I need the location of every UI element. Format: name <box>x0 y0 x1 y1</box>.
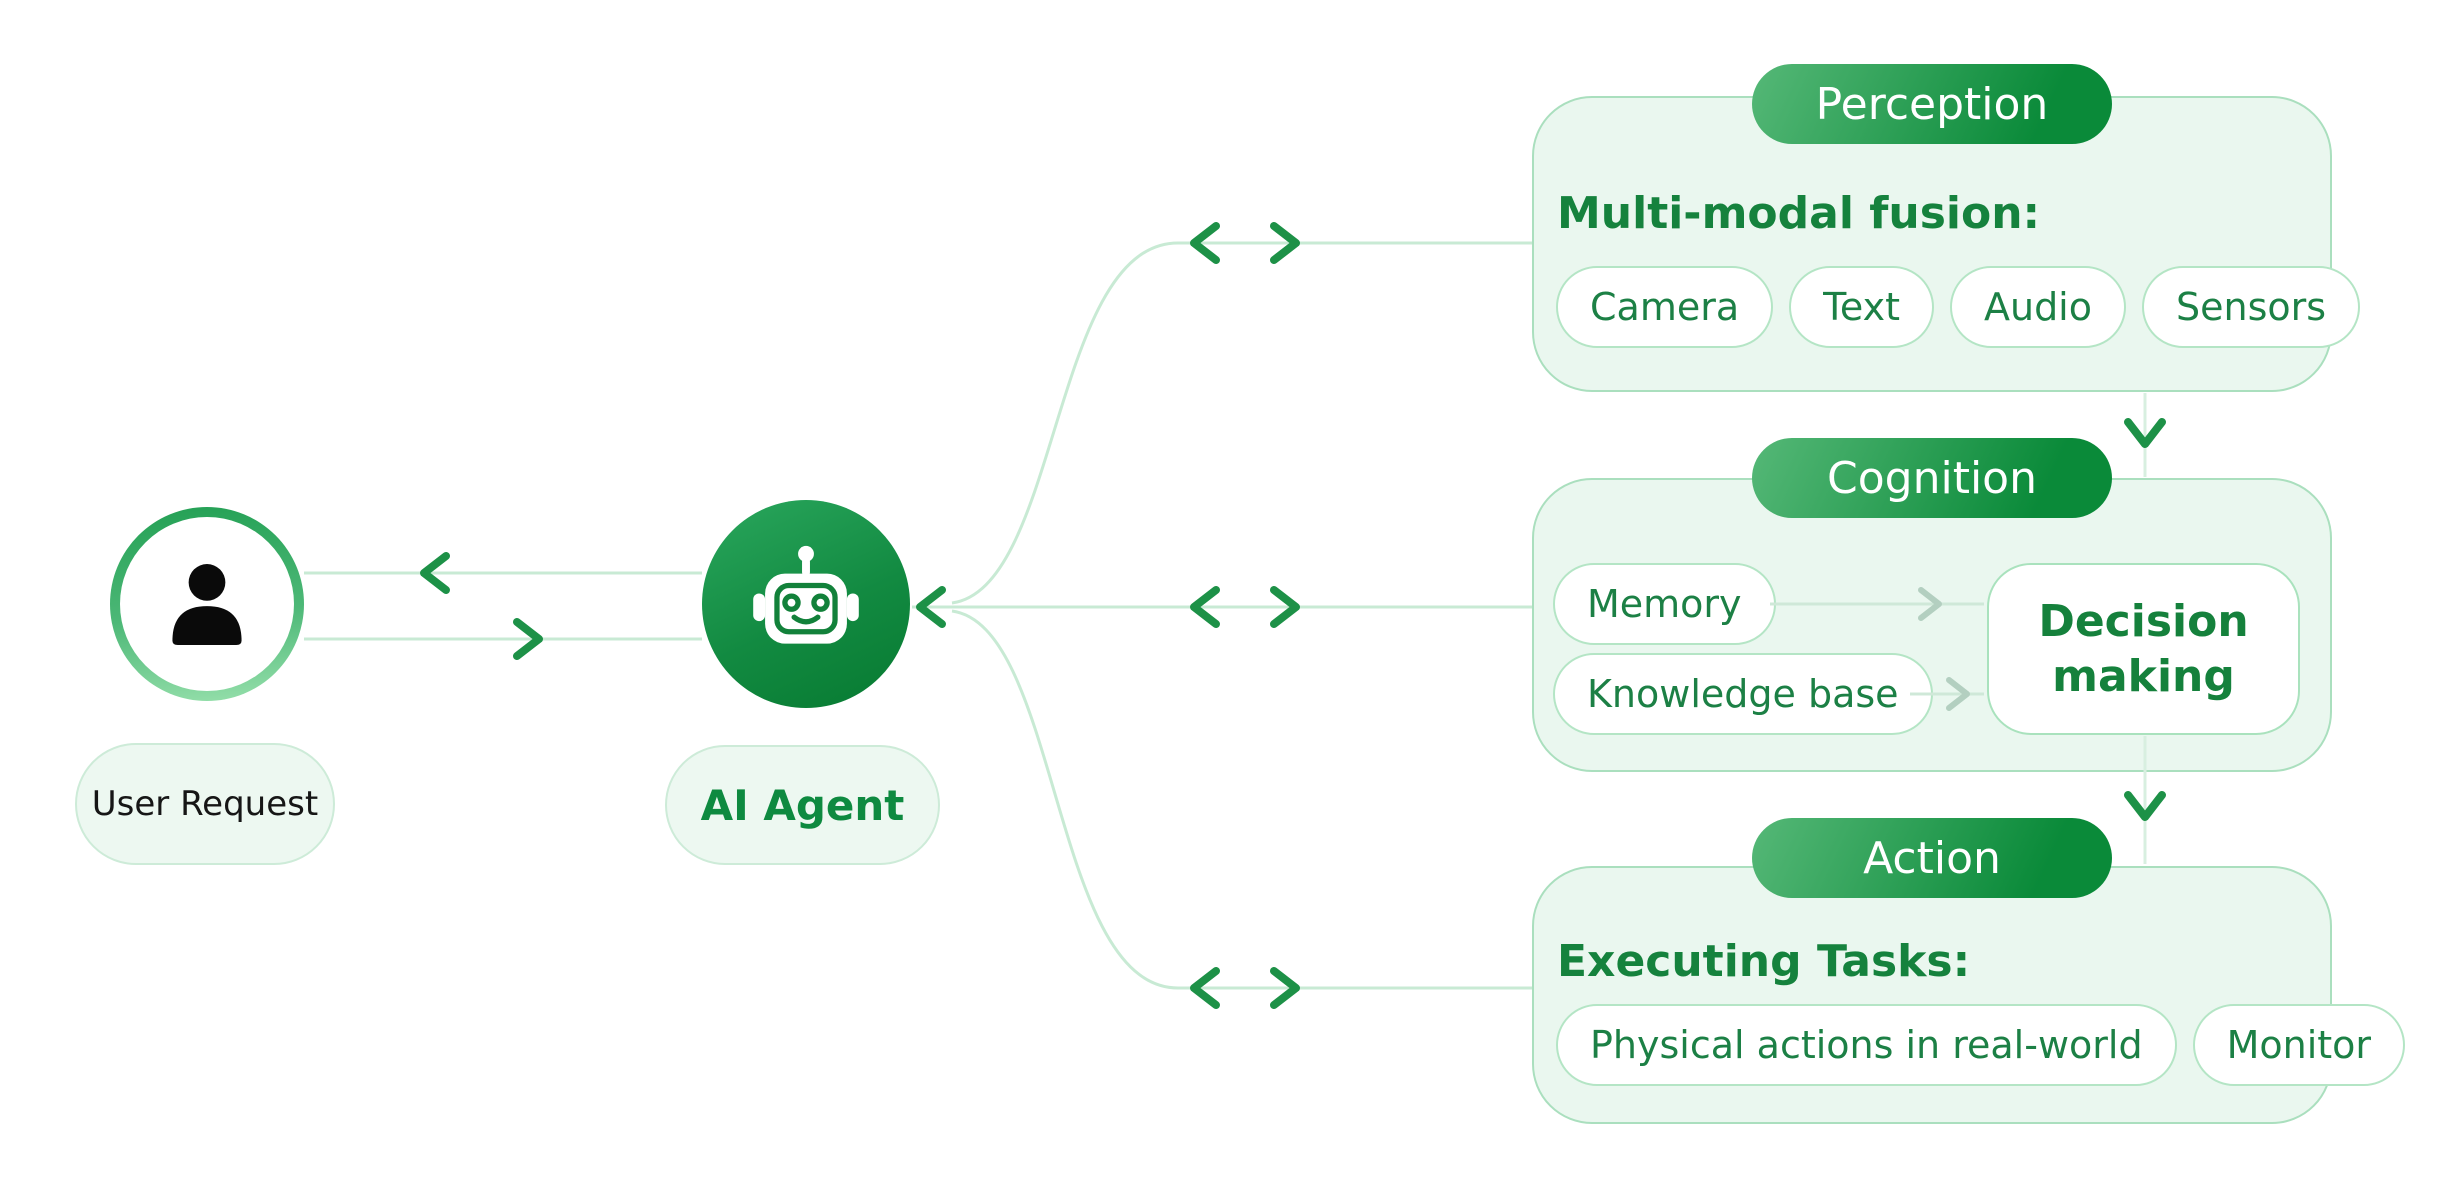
cognition-header-text: Cognition <box>1827 452 2037 504</box>
user-avatar-circle <box>110 507 304 701</box>
perception-chip-row: Camera Text Audio Sensors <box>1556 266 2361 348</box>
action-header-pill: Action <box>1752 818 2112 898</box>
chip-monitor: Monitor <box>2192 1004 2406 1086</box>
chip-camera: Camera <box>1556 266 1774 348</box>
chip-physical-actions: Physical actions in real-world <box>1556 1004 2177 1086</box>
agent-left-chevron-icon <box>916 586 946 628</box>
ai-agent-label: AI Agent <box>665 745 940 865</box>
chip-text: Text <box>1789 266 1934 348</box>
perception-left-chevron-icon <box>1190 222 1220 264</box>
chip-memory: Memory <box>1553 563 1776 645</box>
left-chevron-icon <box>420 552 450 594</box>
ai-agent-text: AI Agent <box>700 780 905 830</box>
perception-header-pill: Perception <box>1752 64 2112 144</box>
down-chevron-icon-1 <box>2124 418 2166 448</box>
cognition-right-chevron-icon <box>1270 586 1300 628</box>
action-chip-row: Physical actions in real-world Monitor <box>1556 1004 2406 1086</box>
decision-making-box: Decision making <box>1987 563 2300 735</box>
branch-to-perception <box>951 241 1532 605</box>
perception-header-text: Perception <box>1815 78 2049 130</box>
action-title: Executing Tasks: <box>1557 936 1971 987</box>
cognition-header-pill: Cognition <box>1752 438 2112 518</box>
user-request-text: User Request <box>91 784 319 824</box>
action-right-chevron-icon <box>1270 967 1300 1009</box>
user-request-label: User Request <box>75 743 335 865</box>
person-icon <box>172 564 242 646</box>
action-left-chevron-icon <box>1190 967 1220 1009</box>
chip-knowledge-base: Knowledge base <box>1553 653 1933 735</box>
perception-title: Multi-modal fusion: <box>1557 188 2041 239</box>
chip-audio: Audio <box>1949 266 2126 348</box>
user-avatar-inner <box>120 517 294 691</box>
cognition-left-chevron-icon <box>1190 586 1220 628</box>
robot-icon <box>753 545 859 644</box>
action-header-text: Action <box>1863 832 2001 884</box>
branch-to-action <box>951 609 1532 990</box>
perception-right-chevron-icon <box>1270 222 1300 264</box>
down-chevron-icon-2 <box>2124 791 2166 821</box>
chip-sensors: Sensors <box>2142 266 2361 348</box>
ai-agent-circle <box>702 500 910 708</box>
right-chevron-icon <box>513 618 543 660</box>
